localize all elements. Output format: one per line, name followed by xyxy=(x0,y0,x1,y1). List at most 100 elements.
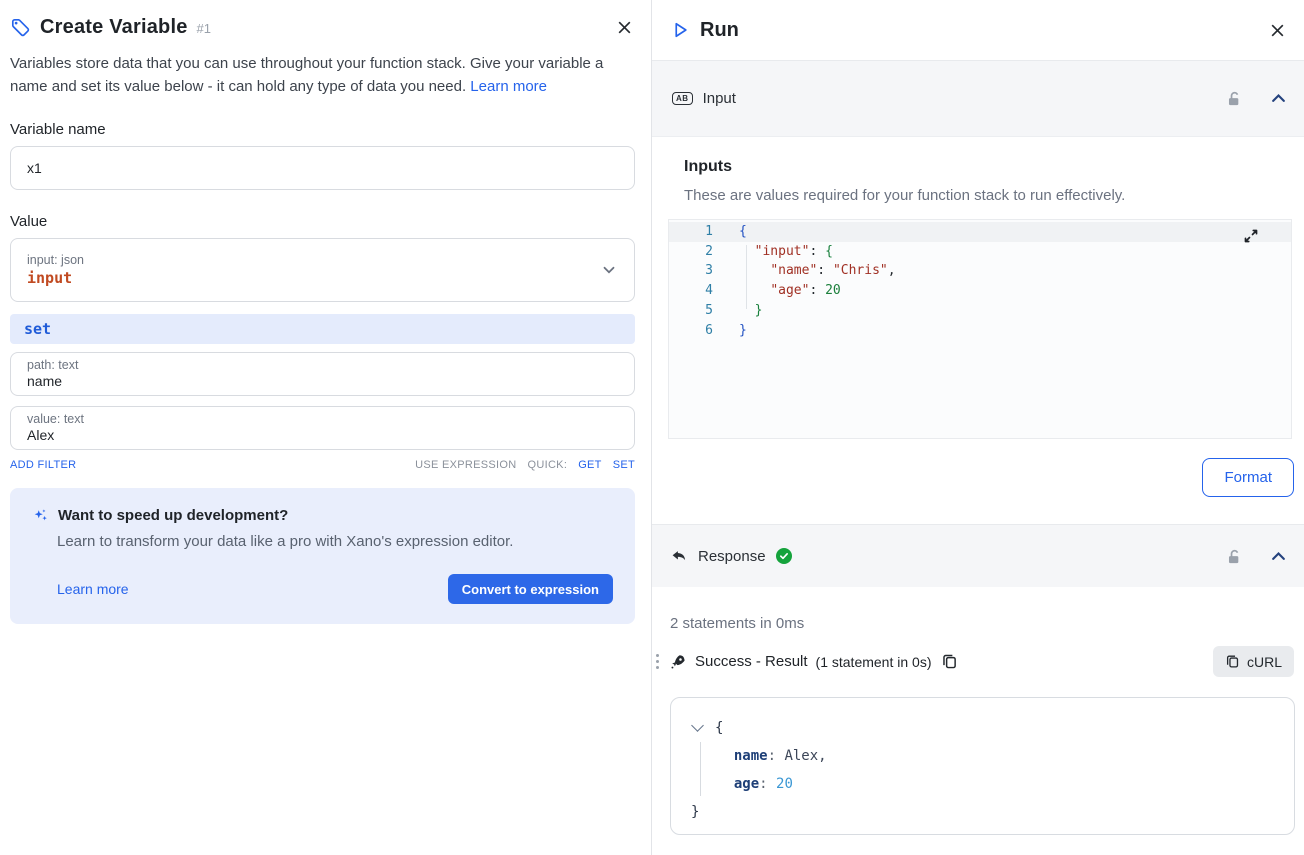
code-token: { xyxy=(715,720,724,736)
indent-guide xyxy=(746,245,747,309)
run-close-button[interactable] xyxy=(1267,20,1288,41)
statements-summary: 2 statements in 0ms xyxy=(670,615,805,632)
filter-set-chip[interactable]: set xyxy=(10,314,635,344)
code-line: 5 } xyxy=(669,301,1291,321)
add-filter-link[interactable]: ADD FILTER xyxy=(10,459,77,471)
rocket-icon xyxy=(669,653,687,671)
expand-icon[interactable] xyxy=(1243,228,1259,251)
line-number: 1 xyxy=(705,224,713,239)
code-line: name: Alex, xyxy=(691,742,1274,770)
code-token: : xyxy=(759,776,777,792)
code-token: : xyxy=(767,748,785,764)
promo-title: Want to speed up development? xyxy=(58,507,289,524)
line-number: 5 xyxy=(705,302,713,318)
value-value: Alex xyxy=(27,427,55,443)
code-token: name xyxy=(733,748,768,764)
copy-icon xyxy=(943,654,957,669)
filter-value-input[interactable]: value: text Alex xyxy=(10,406,635,450)
response-section-header[interactable]: Response xyxy=(652,524,1304,587)
code-token: "input" xyxy=(754,243,810,259)
result-row: Success - Result (1 statement in 0s) cUR… xyxy=(654,646,1294,677)
code-line: 1{ xyxy=(669,222,1291,242)
play-icon xyxy=(670,20,690,40)
line-number: 2 xyxy=(705,243,713,259)
lock-open-icon[interactable] xyxy=(1226,548,1243,565)
learn-more-link[interactable]: Learn more xyxy=(470,78,548,95)
line-number: 3 xyxy=(705,263,713,279)
code-token: : xyxy=(809,283,826,299)
run-panel: Run AB Input Inputs These are values req… xyxy=(652,0,1304,855)
code-line: 3 "name": "Chris", xyxy=(669,261,1291,281)
quick-set-link[interactable]: SET xyxy=(612,459,635,471)
code-line: { xyxy=(691,714,1274,742)
curl-button[interactable]: cURL xyxy=(1212,646,1294,677)
collapse-chevron-icon[interactable] xyxy=(691,719,704,732)
lock-open-icon[interactable] xyxy=(1226,90,1243,107)
value-dropdown-text: input: json input xyxy=(27,253,84,287)
promo-learn-more-link[interactable]: Learn more xyxy=(57,581,129,597)
code-token: : xyxy=(817,263,833,279)
filter-path-input[interactable]: path: text name xyxy=(10,352,635,396)
format-button[interactable]: Format xyxy=(1202,458,1294,497)
path-value: name xyxy=(27,373,63,389)
quick-label: QUICK: xyxy=(527,459,568,471)
json-code-editor[interactable]: 1{2 "input": {3 "name": "Chris",4 "age":… xyxy=(668,219,1292,439)
code-line: 2 "input": { xyxy=(669,242,1291,262)
response-section-label: Response xyxy=(698,547,766,565)
code-token xyxy=(739,263,770,278)
code-token: age xyxy=(733,776,760,792)
curl-label: cURL xyxy=(1246,653,1282,670)
drag-handle[interactable] xyxy=(654,652,661,671)
chevron-up-icon[interactable] xyxy=(1269,547,1288,566)
line-number: 6 xyxy=(705,322,713,338)
variable-name-input[interactable]: x1 xyxy=(10,146,635,190)
code-token: 20 xyxy=(776,776,793,792)
copy-result-button[interactable] xyxy=(939,651,960,672)
promo-banner: Want to speed up development? Learn to t… xyxy=(10,488,635,624)
result-title: Success - Result xyxy=(695,653,808,670)
value-label: Value xyxy=(10,213,48,230)
filter-footer: ADD FILTER USE EXPRESSION QUICK: GET SET xyxy=(10,459,635,471)
run-title: Run xyxy=(700,18,739,41)
code-line: } xyxy=(691,798,1274,826)
copy-icon xyxy=(1226,655,1239,668)
filter-set-label: set xyxy=(24,320,52,338)
code-token: : xyxy=(809,243,826,259)
value-type-hint: input: json xyxy=(27,253,84,267)
code-editor-lines: 1{2 "input": {3 "name": "Chris",4 "age":… xyxy=(669,222,1291,340)
create-variable-panel: Create Variable #1 Variables store data … xyxy=(10,0,652,855)
panel-description: Variables store data that you can use th… xyxy=(10,52,634,98)
quick-get-link[interactable]: GET xyxy=(578,459,602,471)
line-number: 4 xyxy=(705,283,713,299)
convert-to-expression-button[interactable]: Convert to expression xyxy=(447,574,613,604)
reply-arrow-icon xyxy=(670,547,688,565)
close-button[interactable] xyxy=(614,17,635,38)
code-token: "age" xyxy=(770,283,810,299)
chevron-up-icon[interactable] xyxy=(1269,89,1288,108)
inputs-heading: Inputs xyxy=(684,158,732,175)
inputs-description: These are values required for your funct… xyxy=(684,187,1126,204)
code-line: 6} xyxy=(669,321,1291,341)
close-icon xyxy=(1271,24,1284,36)
code-token: { xyxy=(825,243,833,259)
input-section-header[interactable]: AB Input xyxy=(652,61,1304,137)
code-token xyxy=(717,776,734,792)
code-line: age: 20 xyxy=(691,770,1274,798)
indent-guide xyxy=(700,742,701,796)
code-token: } xyxy=(739,322,747,338)
use-expression-link[interactable]: USE EXPRESSION xyxy=(415,459,517,471)
variable-name-label: Variable name xyxy=(10,121,106,138)
response-json-viewer[interactable]: { name: Alex, age: 20} xyxy=(670,697,1295,835)
path-hint: path: text xyxy=(27,358,79,372)
code-token: } xyxy=(754,302,763,318)
page-title: Create Variable xyxy=(40,16,188,38)
code-token: } xyxy=(691,804,700,820)
description-text: Variables store data that you can use th… xyxy=(10,55,604,95)
code-line: 4 "age": 20 xyxy=(669,281,1291,301)
code-token: { xyxy=(739,224,747,239)
code-token: , xyxy=(887,263,896,279)
panel-header: Create Variable #1 xyxy=(10,16,635,39)
value-selected: input xyxy=(27,269,73,287)
code-token xyxy=(739,283,770,298)
value-dropdown[interactable]: input: json input xyxy=(10,238,635,302)
